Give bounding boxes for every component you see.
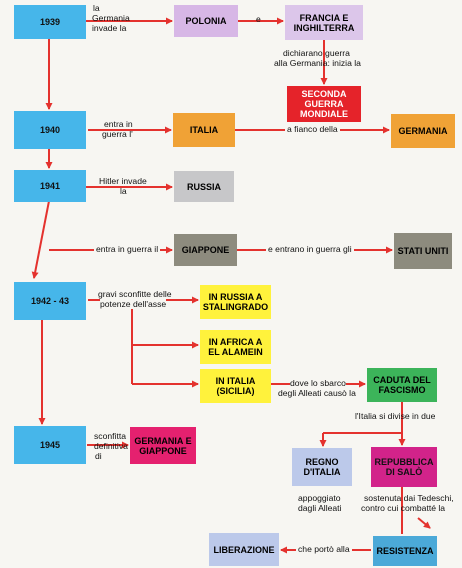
year-1940: 1940 xyxy=(14,111,86,149)
label-entra-in: entra in xyxy=(104,119,133,129)
timeline-arrow-1941-1942 xyxy=(31,200,50,279)
label-definitiva: definitiva xyxy=(94,441,128,451)
label-hitler-invade: Hitler invade xyxy=(99,176,147,186)
box-liberazione: LIBERAZIONE xyxy=(209,533,279,566)
label-sconfitta: sconfitta xyxy=(94,431,127,441)
box-giappone: GIAPPONE xyxy=(174,234,237,266)
label-e: e xyxy=(256,14,261,24)
label-la: la xyxy=(93,3,100,13)
label-la-2: la xyxy=(120,186,127,196)
label-contro-cui: contro cui combatté la xyxy=(361,503,446,513)
box-francia-inghilterra: FRANCIA E INGHILTERRA xyxy=(285,5,363,40)
box-caduta-fascismo: CADUTA DEL FASCISMO xyxy=(367,368,437,402)
year-1945: 1945 xyxy=(14,426,86,464)
box-italia: ITALIA xyxy=(173,113,235,147)
label-dagli-alleati: dagli Alleati xyxy=(298,503,342,513)
label-guerra-l: guerra l' xyxy=(102,129,133,139)
arrow-to-resistenza xyxy=(417,517,431,529)
label-entrano-in-guerra: e entrano in guerra gli xyxy=(266,244,354,254)
year-1939: 1939 xyxy=(14,5,86,39)
label-invade-la: invade la xyxy=(92,23,127,33)
year-1941: 1941 xyxy=(14,170,86,202)
label-entra-in-guerra-il: entra in guerra il xyxy=(94,244,161,254)
label-gravi-sconfitte: gravi sconfitte delle xyxy=(98,289,172,299)
box-regno-italia: REGNO D'ITALIA xyxy=(292,448,352,486)
box-africa-el-alamein: IN AFRICA A EL ALAMEIN xyxy=(200,330,271,364)
box-germania-giappone: GERMANIA E GIAPPONE xyxy=(130,427,196,464)
box-russia: RUSSIA xyxy=(174,171,234,202)
label-potenze-asse: potenze dell'asse xyxy=(100,299,167,309)
box-seconda-guerra-mondiale: SECONDA GUERRA MONDIALE xyxy=(287,86,361,122)
label-dichiarano-guerra: dichiarano guerra xyxy=(283,48,350,58)
label-italia-divise: l'Italia si divise in due xyxy=(355,411,436,421)
box-resistenza: RESISTENZA xyxy=(373,536,437,566)
label-appoggiato: appoggiato xyxy=(298,493,341,503)
box-stati-uniti: STATI UNITI xyxy=(394,233,452,269)
label-a-fianco-della: a fianco della xyxy=(285,124,340,134)
box-russia-stalingrado: IN RUSSIA A STALINGRADO xyxy=(200,285,271,319)
box-repubblica-salo: REPUBBLICA DI SALÒ xyxy=(371,447,437,487)
box-germania: GERMANIA xyxy=(391,114,455,148)
box-italia-sicilia: IN ITALIA (SICILIA) xyxy=(200,369,271,403)
label-dove-lo-sbarco: dove lo sbarco xyxy=(290,378,346,388)
label-che-porto-alla: che portò alla xyxy=(296,544,352,554)
label-alla-germania: alla Germania: inizia la xyxy=(274,58,361,68)
label-germania: Germania xyxy=(92,13,130,23)
box-polonia: POLONIA xyxy=(174,5,238,37)
label-sostenuta-tedeschi: sostenuta dai Tedeschi, xyxy=(364,493,454,503)
year-1942-43: 1942 - 43 xyxy=(14,282,86,320)
label-di: di xyxy=(95,451,102,461)
label-alleati-causo: degli Alleati causò la xyxy=(278,388,356,398)
